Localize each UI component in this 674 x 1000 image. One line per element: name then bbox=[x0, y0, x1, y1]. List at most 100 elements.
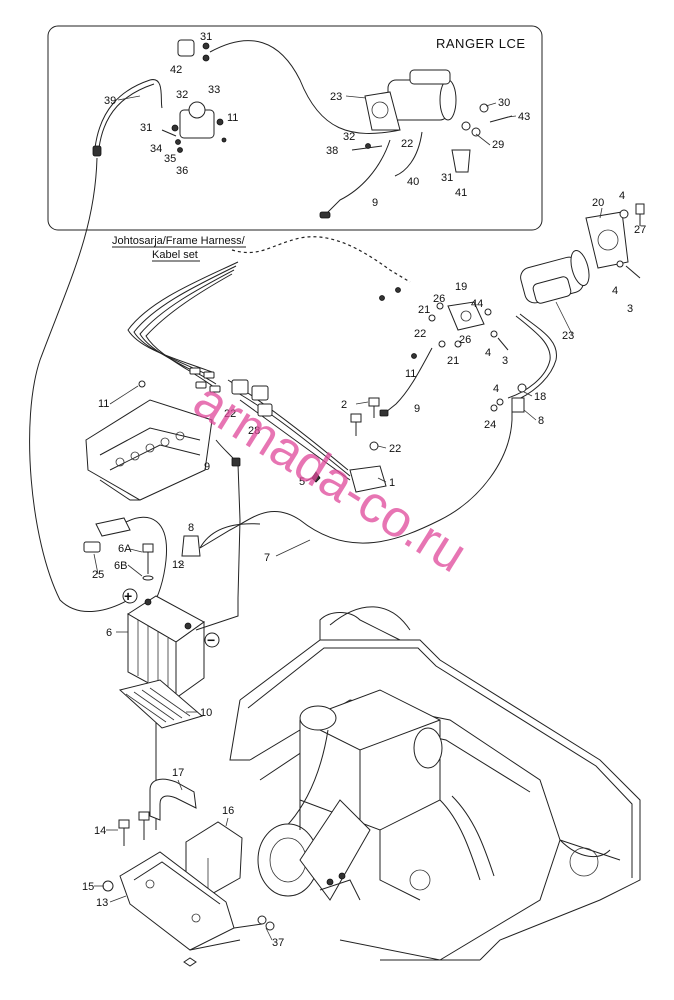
harness-connectors bbox=[189, 367, 273, 417]
label-6B: 6B bbox=[114, 560, 127, 572]
label-3: 3 bbox=[627, 303, 633, 315]
boot-41 bbox=[451, 149, 471, 173]
label-11: 11 bbox=[405, 368, 416, 380]
label-26: 26 bbox=[459, 334, 471, 346]
label-17: 17 bbox=[172, 767, 184, 779]
label-4: 4 bbox=[485, 347, 491, 359]
inset-starter-23 bbox=[364, 69, 457, 131]
label-23: 23 bbox=[562, 330, 574, 342]
label-28: 28 bbox=[248, 425, 260, 437]
label-31: 31 bbox=[441, 172, 453, 184]
label-35: 35 bbox=[164, 153, 176, 165]
label-23: 23 bbox=[330, 91, 342, 103]
label-12: 12 bbox=[172, 559, 184, 571]
label-19: 19 bbox=[455, 281, 467, 293]
label-4: 4 bbox=[612, 285, 618, 297]
label-43: 43 bbox=[518, 111, 530, 123]
label-9: 9 bbox=[414, 403, 420, 415]
label-27: 27 bbox=[634, 224, 646, 236]
hold-down-strap-17 bbox=[149, 778, 197, 821]
label-6A: 6A bbox=[118, 543, 132, 555]
harness-dashed-route bbox=[231, 236, 411, 283]
fuse-holder-25 bbox=[83, 541, 101, 553]
label-9: 9 bbox=[372, 197, 378, 209]
label-16: 16 bbox=[222, 805, 234, 817]
label-31: 31 bbox=[200, 31, 212, 43]
label-8: 8 bbox=[188, 522, 194, 534]
fuse-5 bbox=[311, 471, 321, 483]
label-44: 44 bbox=[471, 298, 483, 310]
starter-motor-23 bbox=[520, 249, 590, 304]
label-18: 18 bbox=[534, 391, 546, 403]
frame-harness-bundle bbox=[127, 261, 351, 481]
label-11: 11 bbox=[98, 398, 109, 410]
label-30: 30 bbox=[498, 97, 510, 109]
label-31: 31 bbox=[140, 122, 152, 134]
label-22: 22 bbox=[389, 443, 401, 455]
plus-sign: + bbox=[124, 588, 132, 604]
label-37: 37 bbox=[272, 937, 284, 949]
label-33: 33 bbox=[208, 84, 220, 96]
ground-wire bbox=[195, 598, 239, 631]
label-34: 34 bbox=[150, 143, 162, 155]
battery-tray-13 bbox=[119, 851, 263, 951]
cable-7 bbox=[199, 313, 557, 549]
cap-8 bbox=[511, 397, 525, 413]
label-22: 22 bbox=[401, 138, 413, 150]
label-13: 13 bbox=[96, 897, 108, 909]
inset-cable-39b bbox=[98, 83, 155, 149]
inset-title: RANGER LCE bbox=[436, 36, 526, 51]
label-14: 14 bbox=[94, 825, 106, 837]
relay-42 bbox=[177, 39, 195, 57]
minus-sign: − bbox=[207, 632, 215, 648]
label-22: 22 bbox=[414, 328, 426, 340]
label-15: 15 bbox=[82, 881, 94, 893]
label-25: 25 bbox=[92, 569, 104, 581]
label-4: 4 bbox=[619, 190, 625, 202]
inset-cable-top bbox=[209, 40, 401, 134]
negative-terminal-symbol bbox=[204, 632, 220, 648]
label-38: 38 bbox=[326, 145, 338, 157]
label-3: 3 bbox=[502, 355, 508, 367]
label-5: 5 bbox=[299, 476, 305, 488]
label-32: 32 bbox=[343, 131, 355, 143]
plate-19 bbox=[447, 301, 485, 331]
label-11: 11 bbox=[227, 112, 238, 124]
solenoid-33-cap bbox=[188, 101, 206, 119]
battery-pad-10 bbox=[118, 679, 204, 729]
inset-cable-9 bbox=[324, 139, 391, 216]
inset-cable-39 bbox=[94, 79, 163, 149]
watermark: armada-co.ru bbox=[184, 371, 477, 584]
label-42: 42 bbox=[170, 64, 182, 76]
label-20: 20 bbox=[592, 197, 604, 209]
label-40: 40 bbox=[407, 176, 419, 188]
label-4: 4 bbox=[493, 383, 499, 395]
label-2: 2 bbox=[341, 399, 347, 411]
label-36: 36 bbox=[176, 165, 188, 177]
label-41: 41 bbox=[455, 187, 467, 199]
label-9: 9 bbox=[204, 461, 210, 473]
frame-bracket-left bbox=[85, 399, 213, 501]
label-22: 22 bbox=[224, 408, 236, 420]
label-21: 21 bbox=[447, 355, 459, 367]
label-8: 8 bbox=[538, 415, 544, 427]
wire-battery-positive bbox=[29, 157, 129, 613]
label-32: 32 bbox=[176, 89, 188, 101]
label-7: 7 bbox=[264, 552, 270, 564]
bracket-20 bbox=[585, 211, 629, 269]
engine-block bbox=[257, 689, 495, 901]
label-6: 6 bbox=[106, 627, 112, 639]
harness-label-line1: Johtosarja/Frame Harness/ bbox=[112, 235, 246, 247]
harness-label-line2: Kabel set bbox=[152, 249, 198, 261]
inset-frame bbox=[47, 25, 543, 231]
label-21: 21 bbox=[418, 304, 430, 316]
inset-cable-40 bbox=[394, 131, 423, 177]
cable-12 bbox=[125, 516, 167, 607]
control-module-1 bbox=[349, 465, 387, 493]
wire-9-starter bbox=[385, 347, 433, 413]
positive-terminal-symbol bbox=[122, 588, 138, 604]
label-1: 1 bbox=[389, 477, 395, 489]
label-29: 29 bbox=[492, 139, 504, 151]
